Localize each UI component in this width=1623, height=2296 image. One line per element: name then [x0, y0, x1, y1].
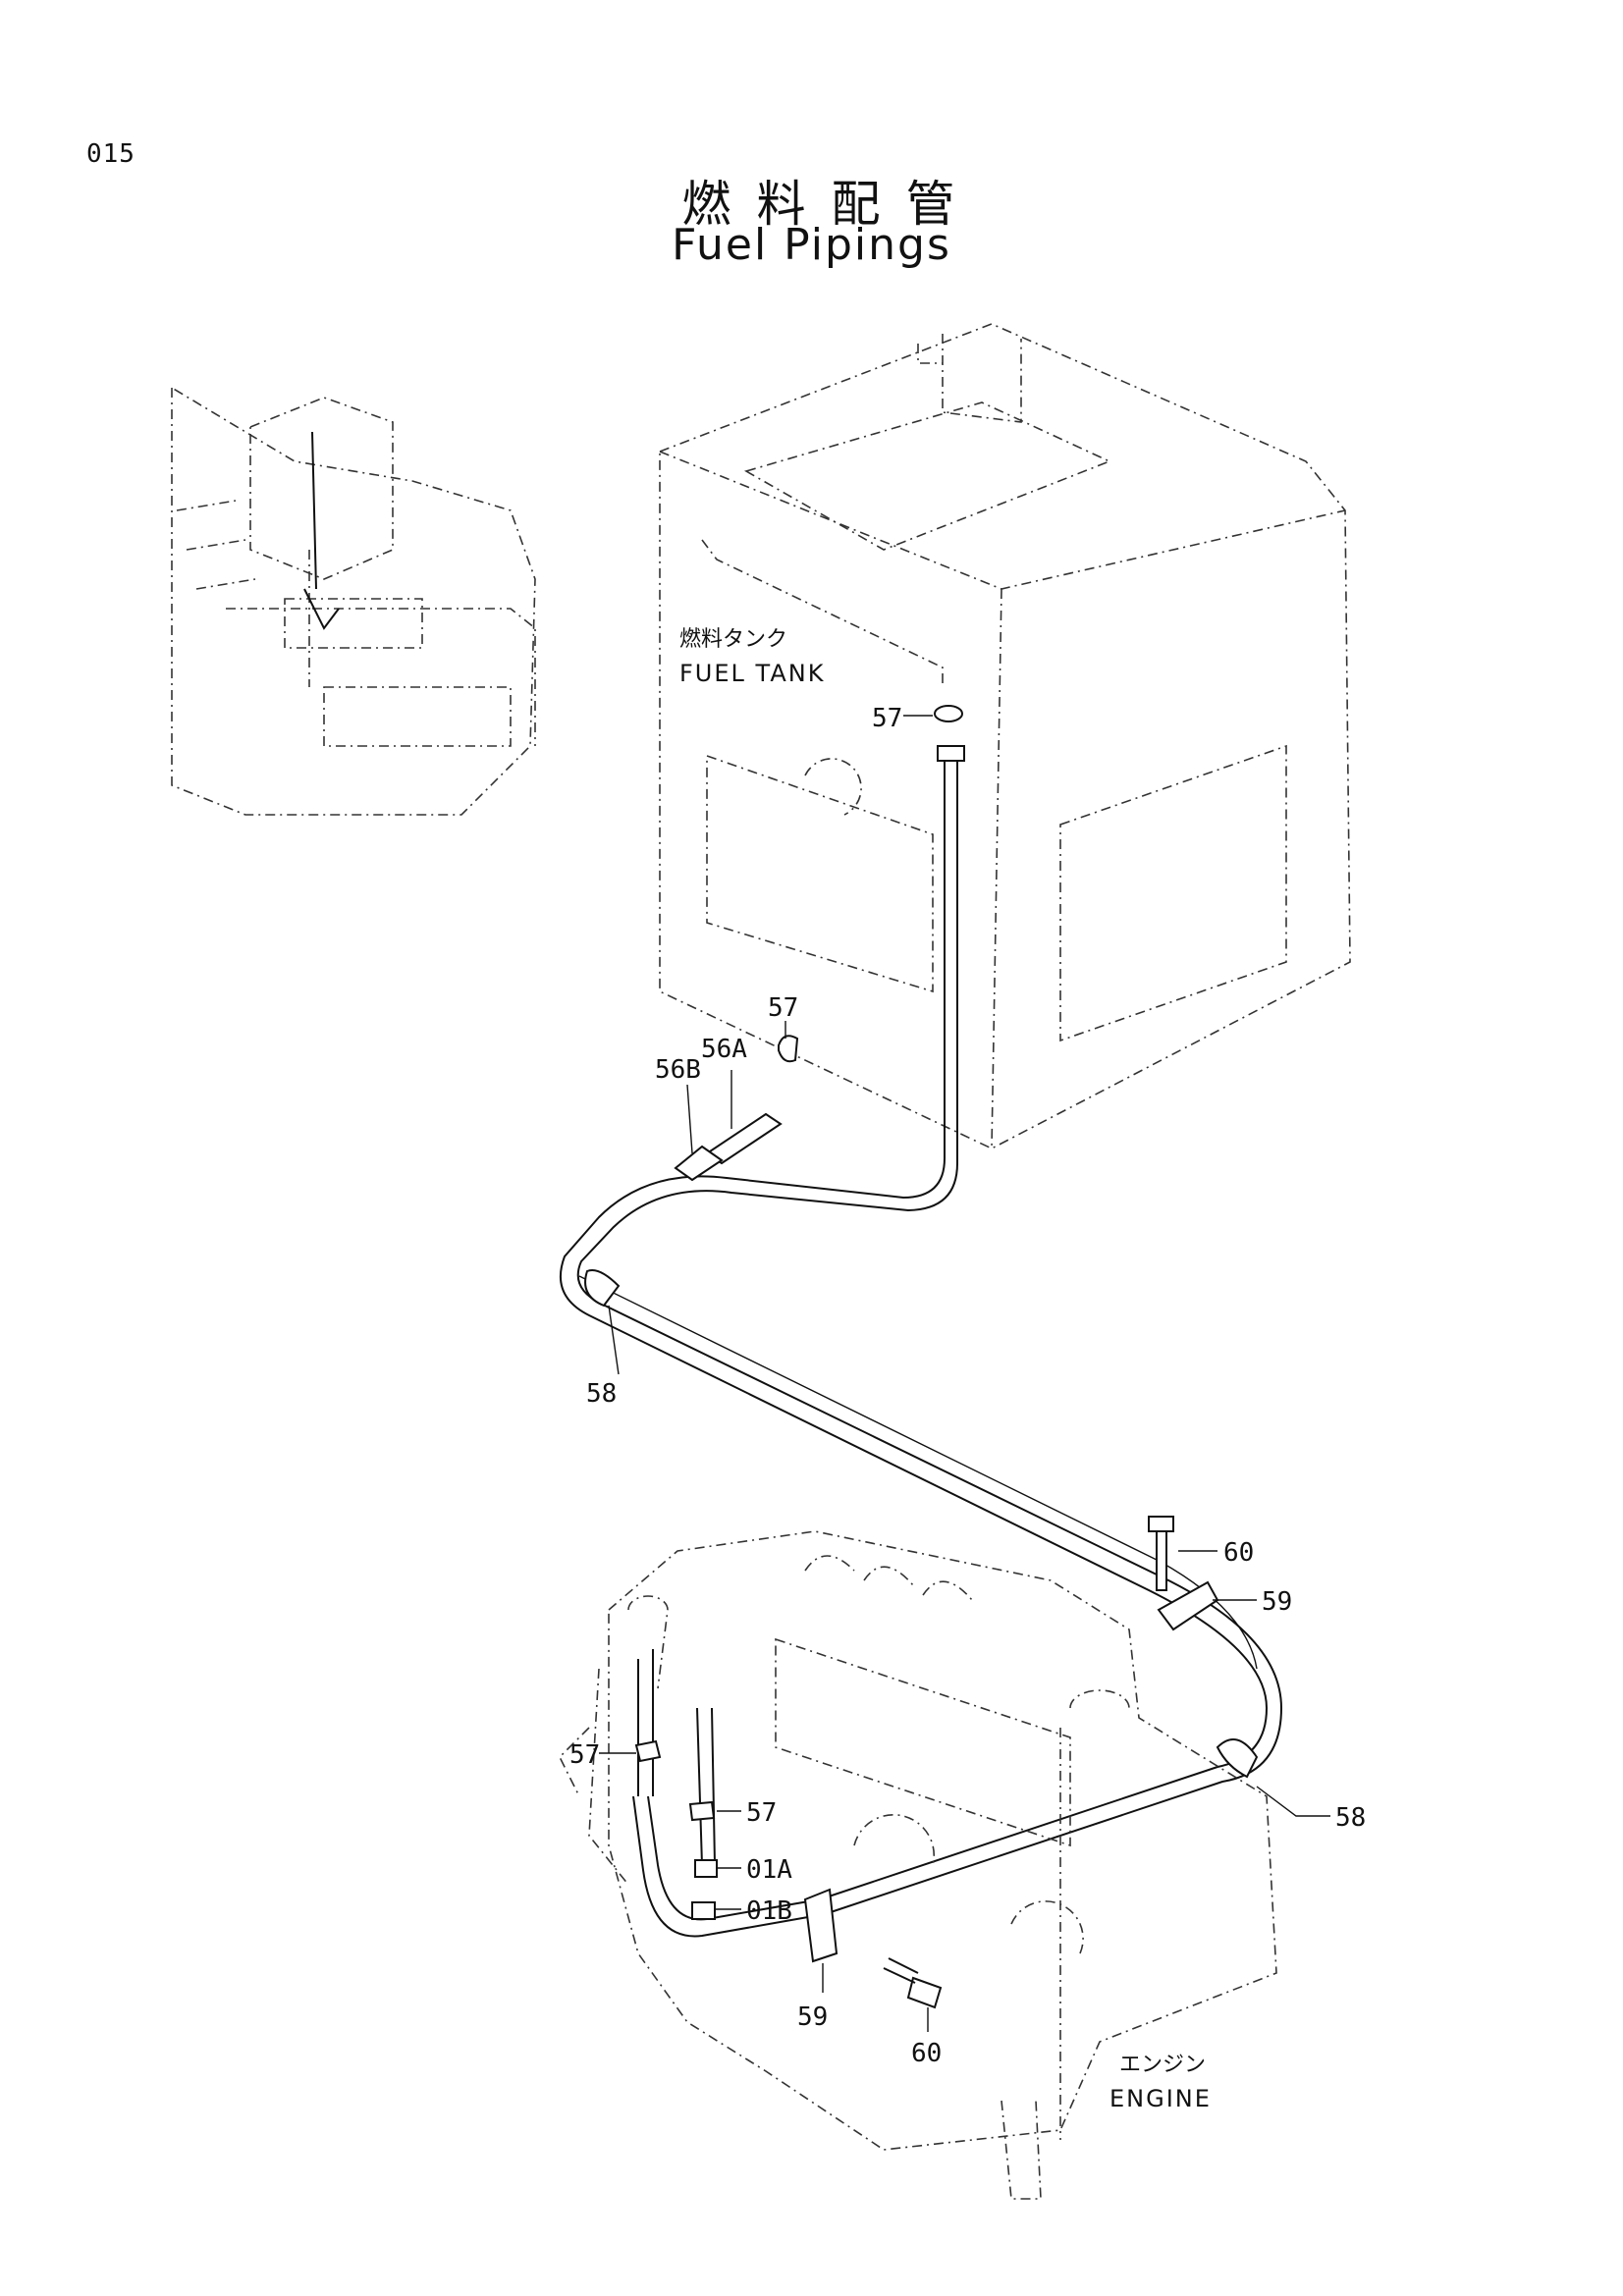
hose-01a-part: [694, 1859, 718, 1878]
clamp-57-tank-part: [933, 705, 964, 722]
engine-caption: ENGINE: [1109, 2085, 1212, 2112]
engine-caption-japanese: エンジン: [1119, 2053, 1206, 2077]
fuel-tank-caption: FUEL TANK: [679, 660, 825, 687]
bolt-60-bottom-part: [883, 1957, 943, 2009]
fuel-tank-illustration: [659, 323, 1351, 1149]
callout-56b: 56B: [655, 1055, 701, 1085]
clamp-57-engine-right-part: [688, 1800, 716, 1822]
fuel-tank-caption-japanese: 燃料タンク: [679, 627, 787, 652]
callout-57-mid: 57: [768, 993, 798, 1023]
callout-60-bottom: 60: [911, 2039, 942, 2068]
callout-60-top: 60: [1223, 1538, 1254, 1568]
callout-58-left: 58: [586, 1379, 617, 1409]
callout-57-engine-right: 57: [746, 1798, 777, 1828]
clamp-57-mid-part: [778, 1035, 799, 1063]
callout-57-engine-left: 57: [569, 1740, 600, 1770]
hardware-parts: [584, 705, 1259, 2009]
callout-59-bottom: 59: [797, 2002, 828, 2032]
fuel-line-hoses: [560, 745, 1283, 1938]
callout-59-right: 59: [1262, 1587, 1292, 1617]
callout-01a: 01A: [746, 1855, 792, 1885]
bolt-60-top-part: [1148, 1516, 1174, 1591]
clamp-57-engine-left-part: [634, 1739, 662, 1763]
page-title-japanese: 燃料配管: [681, 176, 981, 233]
machine-overview-illustration: [171, 386, 536, 816]
page-title: Fuel Pipings: [672, 220, 951, 270]
callout-56a: 56A: [701, 1035, 747, 1064]
clip-59-bottom-part: [803, 1888, 839, 1963]
hose-01b-part: [691, 1901, 716, 1920]
clamp-58-right-part: [1216, 1738, 1259, 1779]
callout-57-tank: 57: [872, 704, 902, 733]
engine-illustration: [559, 1530, 1277, 2200]
clamp-58-left-part: [584, 1269, 621, 1308]
leader-lines: [599, 715, 1330, 2032]
callout-01b: 01B: [746, 1896, 792, 1926]
page-code: 015: [86, 139, 135, 169]
callout-58-right: 58: [1335, 1803, 1366, 1833]
